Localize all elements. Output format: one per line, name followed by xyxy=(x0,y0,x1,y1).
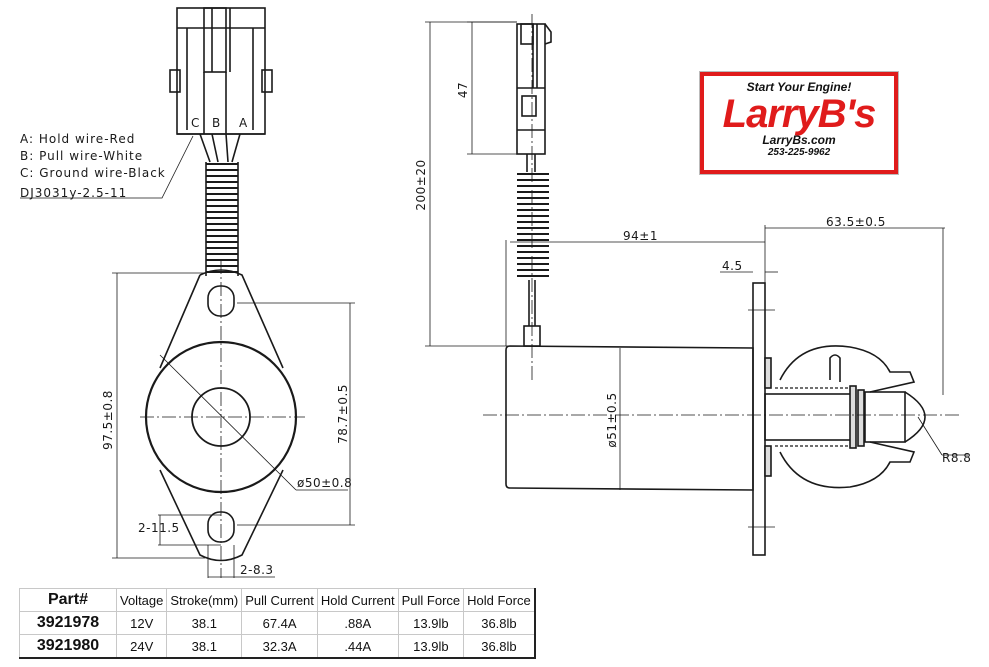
pin-label-b: B xyxy=(212,116,221,130)
legend-wire-c: C: Ground wire-Black xyxy=(20,166,166,180)
dim-side-body-diameter: ø51±0.5 xyxy=(605,392,619,447)
cell-stroke: 38.1 xyxy=(166,634,243,659)
pin-label-a: A xyxy=(239,116,248,130)
logo-brand: LarryB's xyxy=(722,92,877,136)
dim-hole-spacing: 78.7±0.5 xyxy=(336,384,350,444)
header-pull-force: Pull Force xyxy=(397,588,465,612)
cell-pull-current: 67.4A xyxy=(241,611,318,635)
cell-voltage: 12V xyxy=(115,611,168,635)
dim-slot-width: 2-8.3 xyxy=(240,563,274,577)
dim-slot-length: 2-11.5 xyxy=(138,521,180,535)
table-row: 3921978 12V 38.1 67.4A .88A 13.9lb 36.8l… xyxy=(19,611,536,635)
cell-hold-force: 36.8lb xyxy=(463,611,536,635)
header-voltage: Voltage xyxy=(115,588,168,612)
front-view-body xyxy=(140,260,348,578)
legend-wire-b: B: Pull wire-White xyxy=(20,149,144,163)
dim-lead-length: 200±20 xyxy=(414,159,428,210)
front-connector xyxy=(20,7,273,276)
cell-hold-current: .44A xyxy=(316,634,399,659)
pin-label-c: C xyxy=(191,116,200,130)
cell-hold-current: .88A xyxy=(316,611,399,635)
legend-wire-a: A: Hold wire-Red xyxy=(20,132,136,146)
cell-pull-force: 13.9lb xyxy=(397,611,465,635)
side-view-body xyxy=(483,282,968,556)
cell-hold-force: 36.8lb xyxy=(463,634,536,659)
table-row: 3921980 24V 38.1 32.3A .44A 13.9lb 36.8l… xyxy=(19,634,536,659)
header-stroke: Stroke(mm) xyxy=(166,588,243,612)
larryb-logo: Start Your Engine! LarryB's LarryBs.com … xyxy=(700,72,898,174)
wire-legend: A: Hold wire-Red B: Pull wire-White C: G… xyxy=(20,131,166,202)
dim-plunger-extension: 63.5±0.5 xyxy=(826,215,886,229)
cell-voltage: 24V xyxy=(115,634,168,659)
dim-overall-height: 97.5±0.8 xyxy=(101,390,115,450)
side-view-dimensions xyxy=(425,21,945,490)
header-hold-force: Hold Force xyxy=(463,588,536,612)
dim-connector-length: 47 xyxy=(456,82,470,98)
model-number: DJ3031y-2.5-11 xyxy=(20,186,128,200)
header-part: Part# xyxy=(19,588,117,612)
front-view-dimensions xyxy=(112,272,355,578)
dim-body-diameter: ø50±0.8 xyxy=(297,476,352,490)
logo-tagline: Start Your Engine! xyxy=(746,80,852,94)
cell-stroke: 38.1 xyxy=(166,611,243,635)
logo-website: LarryBs.com xyxy=(762,133,836,147)
dim-flange-thickness: 4.5 xyxy=(722,259,743,273)
cell-pull-force: 13.9lb xyxy=(397,634,465,659)
cell-pull-current: 32.3A xyxy=(241,634,318,659)
table-header-row: Part# Voltage Stroke(mm) Pull Current Ho… xyxy=(19,588,536,612)
dim-body-length: 94±1 xyxy=(623,229,658,243)
cell-part: 3921980 xyxy=(19,634,117,659)
logo-phone: 253-225-9962 xyxy=(767,147,831,158)
spec-table: Part# Voltage Stroke(mm) Pull Current Ho… xyxy=(19,588,536,659)
dim-tip-radius: R8.8 xyxy=(942,451,971,465)
side-connector xyxy=(516,14,552,380)
header-pull-current: Pull Current xyxy=(241,588,318,612)
header-hold-current: Hold Current xyxy=(316,588,399,612)
cell-part: 3921978 xyxy=(19,611,117,635)
